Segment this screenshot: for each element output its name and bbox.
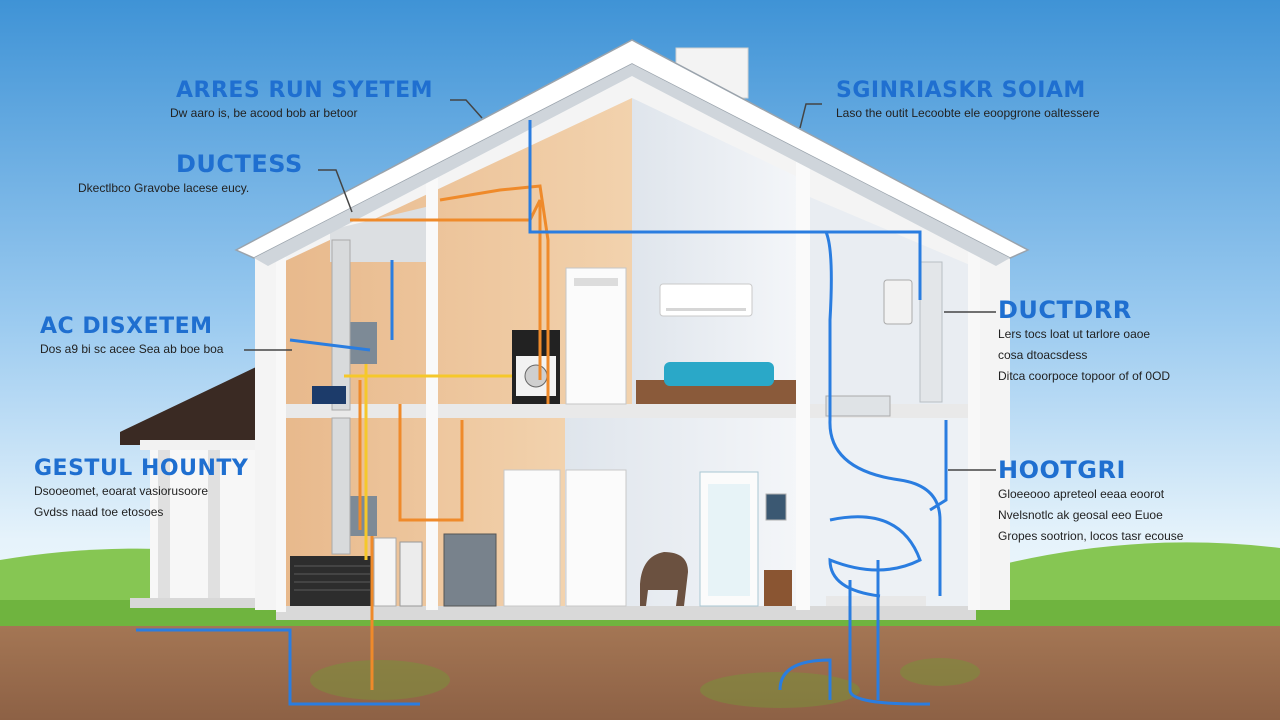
- callout-title: GESTUL HOUNTY: [34, 456, 249, 481]
- callout-desc: cosa dtoacsdess: [998, 348, 1088, 362]
- callout-desc: Gvdss naad toe etosoes: [34, 505, 164, 519]
- water-heater: [443, 533, 497, 607]
- blue-pipes: [136, 120, 948, 706]
- roof: [234, 39, 1030, 266]
- callout-desc: Nvelsnotlc ak geosal eeo Euoe: [998, 508, 1163, 522]
- callout-sginriaskr-soiam: SGINRIASKR SOIAM Laso the outit Lecoobte…: [836, 78, 1100, 124]
- soil-ground: [0, 626, 1280, 720]
- soil-weeds: [310, 658, 980, 708]
- callout-title: DUCTESS: [176, 150, 303, 178]
- callout-gestul-hounty: GESTUL HOUNTY Dsooeomet, eoarat vasiorus…: [34, 456, 248, 523]
- callout-title: AC DISXETEM: [40, 314, 213, 339]
- callout-desc: Ditca coorpoce topoor of of 0OD: [998, 369, 1171, 383]
- callout-ac-system: AC DISXETEM Dos a9 bi sc acee Sea ab boe…: [40, 314, 223, 360]
- orange-pipes: [350, 184, 550, 690]
- wall-ac-unit: [659, 283, 753, 317]
- porch: [120, 358, 280, 608]
- callout-ductdrr: DUCTDRR Lers tocs loat ut tarlore oaoe c…: [998, 296, 1170, 387]
- callout-desc: Dsooeomet, eoarat vasiorusoore: [34, 484, 209, 498]
- callout-air-run-system: ARRES RUN SYETEM Dw aaro is, be acood bo…: [170, 78, 434, 124]
- yellow-pipes: [344, 364, 512, 560]
- callout-ductess: DUCTESS Dkectlbco Gravobe lacese eucy.: [78, 150, 303, 199]
- callout-desc: Gloeeooo apreteol eeaa eoorot: [998, 487, 1165, 501]
- callout-desc: Dkectlbco Gravobe lacese eucy.: [78, 181, 250, 195]
- callout-desc: Dos a9 bi sc acee Sea ab boe boa: [40, 342, 224, 356]
- callout-title: HOOTGRI: [998, 456, 1126, 484]
- callout-desc: Dw aaro is, be acood bob ar betoor: [170, 106, 358, 120]
- callout-desc: Lers tocs loat ut tarlore oaoe: [998, 327, 1151, 341]
- callout-title: ARRES RUN SYETEM: [176, 78, 434, 103]
- callout-desc: Laso the outit Lecoobte ele eoopgrone oa…: [836, 106, 1100, 120]
- thermostat-upper: [883, 279, 913, 325]
- leader-lines: [244, 99, 996, 471]
- callout-title: SGINRIASKR SOIAM: [836, 78, 1086, 103]
- callout-desc: Gropes sootrion, locos tasr ecouse: [998, 529, 1184, 543]
- callout-hootgri: HOOTGRI Gloeeooo apreteol eeaa eoorot Nv…: [998, 456, 1183, 547]
- outdoor-condenser: [290, 556, 374, 606]
- callout-title: DUCTDRR: [998, 296, 1132, 324]
- furniture: [290, 239, 943, 607]
